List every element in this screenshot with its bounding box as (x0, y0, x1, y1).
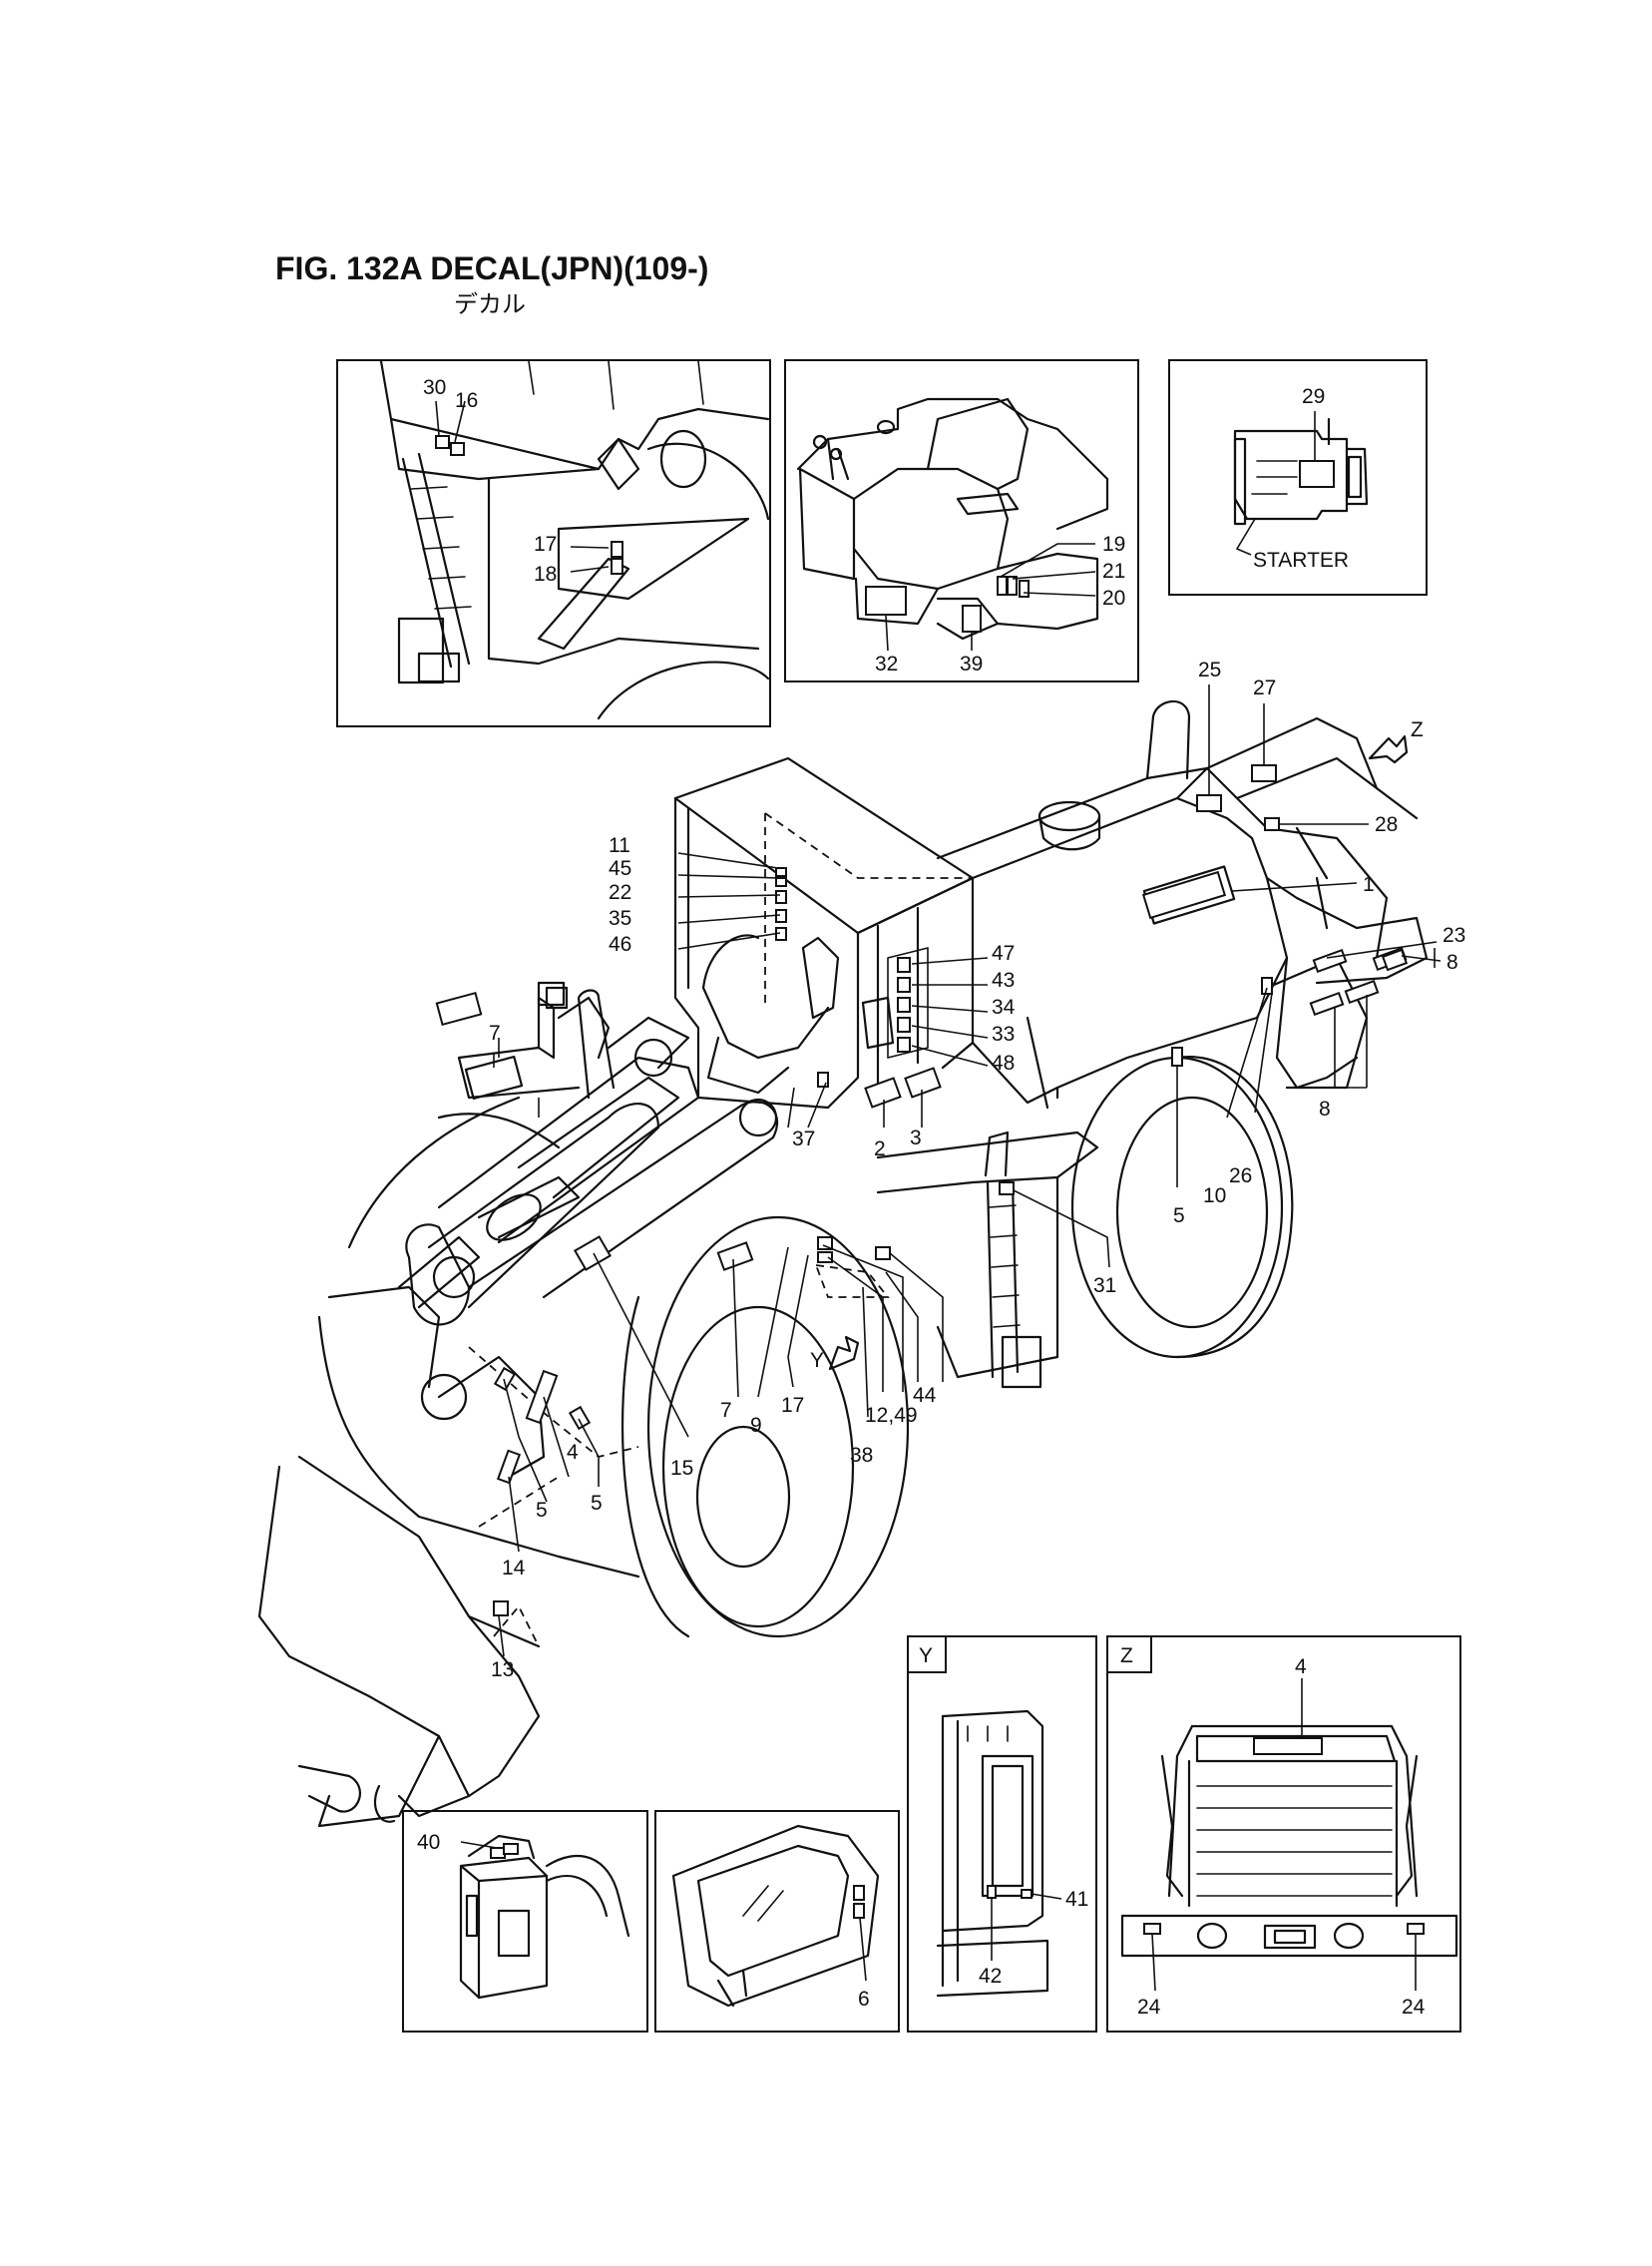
callout-37: 37 (792, 1128, 815, 1150)
callout-7-mid: 7 (720, 1399, 732, 1422)
callout-48: 48 (992, 1052, 1015, 1075)
callout-2: 2 (874, 1137, 886, 1160)
inset-container: 40 (402, 1810, 648, 2033)
callout-19: 19 (1102, 533, 1125, 556)
callout-13: 13 (491, 1658, 514, 1681)
callout-11: 11 (609, 834, 630, 857)
inset-ladder-panel: 30 16 17 18 (336, 359, 771, 727)
callout-40: 40 (417, 1831, 440, 1854)
callout-14: 14 (502, 1557, 526, 1580)
callout-45: 45 (609, 857, 631, 880)
direction-marker-y: Y (810, 1335, 860, 1372)
callout-29: 29 (1302, 385, 1325, 408)
inset-starter: 29 STARTER (1168, 359, 1428, 596)
inset-view-z: Z 4 24 24 (1106, 1635, 1461, 2033)
callout-4: 4 (567, 1441, 579, 1464)
callout-20: 20 (1102, 587, 1125, 610)
callout-6: 6 (858, 1988, 870, 2011)
callout-8-lower: 8 (1319, 1098, 1331, 1121)
callout-7-top: 7 (489, 1022, 501, 1045)
view-y-letter: Y (919, 1644, 933, 1667)
inset-view-y: Y 42 41 (907, 1635, 1097, 2033)
figure-title: FIG. 132A DECAL(JPN)(109-) (275, 250, 708, 286)
callout-38: 38 (850, 1444, 873, 1467)
marker-z-letter: Z (1411, 718, 1424, 741)
inset-window-frame: 6 (654, 1810, 900, 2033)
callout-5-front-right: 5 (591, 1492, 603, 1515)
callout-16: 16 (455, 389, 478, 412)
callout-17-main: 17 (781, 1394, 804, 1417)
callout-32: 32 (875, 653, 898, 676)
callout-27: 27 (1253, 677, 1276, 699)
callout-18: 18 (534, 563, 557, 586)
starter-caption: STARTER (1253, 549, 1349, 572)
callout-47: 47 (992, 942, 1015, 965)
wheel-loader-illustration (257, 699, 1429, 1828)
callout-24-right: 24 (1402, 1996, 1426, 2019)
callout-10: 10 (1203, 1184, 1226, 1207)
callout-9: 9 (750, 1414, 762, 1437)
callout-28: 28 (1375, 813, 1398, 836)
callout-26: 26 (1229, 1164, 1252, 1187)
callout-33: 33 (992, 1023, 1015, 1046)
callout-42: 42 (979, 1965, 1002, 1988)
callout-35: 35 (609, 907, 631, 930)
marker-y-letter: Y (810, 1349, 824, 1372)
callout-1: 1 (1363, 873, 1375, 896)
callout-5-front-left: 5 (536, 1499, 548, 1522)
decal-plates (435, 764, 1409, 1616)
callout-46: 46 (609, 933, 631, 956)
callout-5-rear: 5 (1173, 1204, 1185, 1227)
callout-15: 15 (670, 1457, 693, 1480)
callout-numbers: 1 25 27 28 23 8 8 5 10 26 31 11 45 22 35… (489, 659, 1465, 1681)
inset-operator-seat: 32 39 19 21 20 (784, 359, 1139, 682)
callout-30: 30 (423, 376, 446, 399)
callout-leader-lines (493, 684, 1442, 1657)
callout-41: 41 (1065, 1888, 1088, 1911)
callout-31: 31 (1093, 1274, 1116, 1297)
callout-34: 34 (992, 996, 1016, 1019)
direction-marker-z: Z (1368, 718, 1424, 764)
view-z-letter: Z (1120, 1644, 1133, 1667)
callout-4-view-z: 4 (1295, 1655, 1307, 1678)
callout-39: 39 (960, 653, 983, 676)
callout-3: 3 (910, 1127, 922, 1149)
callout-17-inset: 17 (534, 533, 557, 556)
callout-24-left: 24 (1137, 1996, 1161, 2019)
figure-subtitle: デカル (454, 290, 526, 318)
callout-43: 43 (992, 969, 1015, 992)
callout-12-49: 12,49 (865, 1404, 918, 1427)
callout-21: 21 (1102, 560, 1125, 583)
callout-25: 25 (1198, 659, 1221, 681)
callout-8-upper: 8 (1446, 951, 1458, 974)
callout-44: 44 (913, 1384, 937, 1407)
callout-23: 23 (1443, 924, 1465, 947)
callout-22: 22 (609, 881, 631, 904)
